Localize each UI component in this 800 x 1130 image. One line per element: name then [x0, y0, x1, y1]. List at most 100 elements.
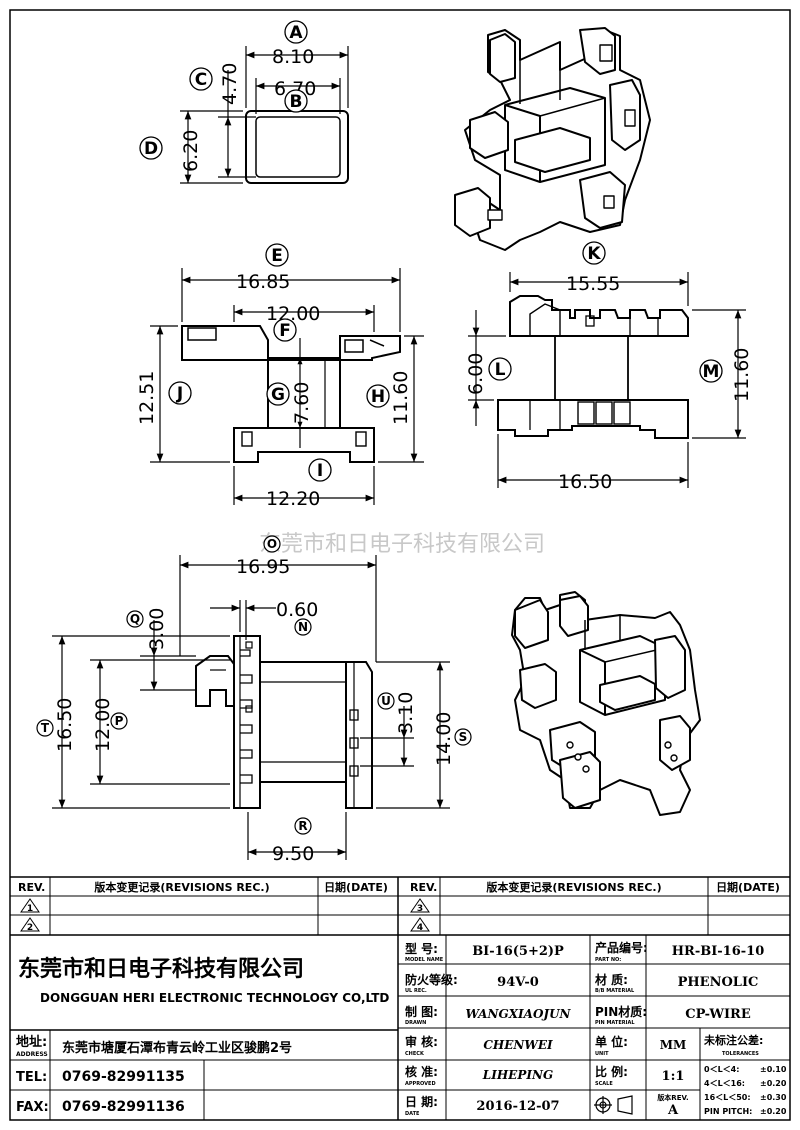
svg-text:N: N	[298, 620, 308, 634]
label-r: R	[294, 817, 312, 835]
sheet-border	[9, 9, 791, 1121]
tolerance-value: ±0.20	[760, 1079, 787, 1088]
dim-c: 4.70	[219, 63, 241, 105]
label-d: D	[139, 136, 163, 160]
label-c: C	[189, 67, 213, 91]
rev-right-header: REV.	[410, 881, 437, 894]
address-label-en: ADDRESS	[16, 1051, 48, 1058]
label-l: L	[488, 357, 512, 381]
material-label-en: B/B MATERIAL	[595, 988, 635, 994]
approved-value: LIHEPING	[482, 1068, 553, 1082]
dim-j: 12.51	[136, 371, 158, 425]
dim-u: 3.10	[395, 692, 417, 734]
date-value: 2016-12-07	[476, 1099, 559, 1114]
rev-left-header: REV.	[18, 881, 45, 894]
dim-s: 14.00	[433, 712, 455, 766]
rev-left-date-header: 日期(DATE)	[324, 880, 388, 894]
version-value: A	[667, 1103, 679, 1118]
label-k: K	[582, 241, 606, 265]
front-view	[150, 268, 424, 505]
label-b: B	[284, 89, 308, 113]
material-label: 材 质:	[594, 972, 628, 987]
label-p: P	[110, 712, 128, 730]
tel-value: 0769-82991135	[62, 1069, 185, 1085]
label-f: F	[273, 318, 297, 342]
ul-label: 防火等级:	[405, 972, 458, 987]
side-view	[468, 272, 746, 488]
svg-text:H: H	[371, 387, 385, 407]
dim-n: 0.60	[276, 599, 318, 621]
model-label: 型 号:	[405, 941, 438, 956]
dim-i: 12.20	[266, 488, 320, 510]
tel-label: TEL:	[16, 1070, 47, 1085]
label-a: A	[284, 20, 308, 44]
rev-left-record-header: 版本变更记录(REVISIONS REC.)	[94, 880, 269, 894]
pin-value: CP-WIRE	[685, 1007, 751, 1022]
model-value: BI-16(5+2)P	[472, 944, 564, 959]
approved-label: 核 准:	[405, 1064, 438, 1079]
label-i: I	[308, 458, 332, 482]
svg-text:B: B	[290, 92, 303, 112]
dim-side-width: 16.50	[558, 471, 612, 493]
label-t: T	[36, 719, 54, 737]
svg-text:C: C	[195, 70, 207, 90]
tolerance-range: 16＜L＜50:	[704, 1093, 751, 1102]
rev-triangle-2: 2	[20, 917, 40, 933]
svg-text:K: K	[587, 244, 601, 264]
label-n: N	[294, 618, 312, 636]
bottom-view	[52, 555, 450, 860]
svg-text:F: F	[279, 321, 291, 341]
svg-text:T: T	[41, 721, 50, 735]
label-m: M	[699, 359, 723, 383]
dim-l: 6.00	[465, 353, 487, 395]
label-q: Q	[126, 610, 144, 628]
company-name-en: DONGGUAN HERI ELECTRONIC TECHNOLOGY CO,L…	[40, 991, 389, 1005]
unit-label-en: UNIT	[595, 1051, 609, 1057]
svg-text:I: I	[317, 461, 323, 481]
label-j: J	[168, 381, 192, 405]
address-label: 地址:	[16, 1034, 47, 1050]
part-label: 产品编号:	[595, 940, 648, 955]
ul-value: 94V-0	[497, 975, 539, 990]
check-label: 审 核:	[405, 1034, 438, 1049]
svg-text:2: 2	[27, 923, 33, 933]
model-label-en: MODEL NAME	[405, 957, 444, 963]
svg-text:A: A	[289, 23, 303, 43]
dim-d: 6.20	[180, 130, 202, 172]
tolerance-range: 4＜L＜16:	[704, 1079, 745, 1088]
projection-symbol-icon	[594, 1095, 633, 1115]
label-e: E	[265, 243, 289, 267]
version-label: 版本REV.	[657, 1093, 688, 1102]
label-u: U	[377, 692, 395, 710]
fax-label: FAX:	[16, 1100, 49, 1115]
dim-a: 8.10	[272, 46, 314, 68]
svg-text:Q: Q	[130, 612, 140, 626]
top-view-outer	[245, 110, 349, 184]
drawn-value: WANGXIAOJUN	[465, 1007, 571, 1021]
dim-r: 9.50	[272, 843, 314, 865]
address-value: 东莞市塘厦石潭布青云岭工业区骏鹏2号	[62, 1040, 292, 1056]
scale-value: 1:1	[662, 1069, 685, 1084]
watermark: 东莞市和日电子科技有限公司	[259, 532, 545, 557]
top-view-inner	[255, 116, 341, 178]
dim-p: 12.00	[92, 698, 114, 752]
unit-value: MM	[660, 1038, 687, 1052]
svg-text:S: S	[459, 730, 468, 744]
dim-o: 16.95	[236, 556, 290, 578]
ul-label-en: UL REC.	[405, 988, 427, 994]
approved-label-en: APPROVED	[405, 1081, 436, 1087]
rev-triangle-3: 3	[410, 898, 430, 914]
date-label: 日 期:	[405, 1094, 438, 1109]
svg-text:D: D	[144, 139, 158, 159]
drawn-label-en: DRAWN	[405, 1020, 426, 1026]
label-h: H	[366, 384, 390, 408]
iso-view-top	[454, 27, 651, 251]
svg-text:3: 3	[417, 904, 423, 914]
dim-g: 7.60	[291, 382, 313, 424]
dim-f: 12.00	[266, 303, 320, 325]
svg-text:G: G	[271, 385, 285, 405]
label-o: O	[263, 535, 281, 553]
tolerance-range: 0＜L＜4:	[704, 1065, 739, 1074]
svg-text:4: 4	[417, 923, 423, 933]
label-s: S	[454, 728, 472, 746]
